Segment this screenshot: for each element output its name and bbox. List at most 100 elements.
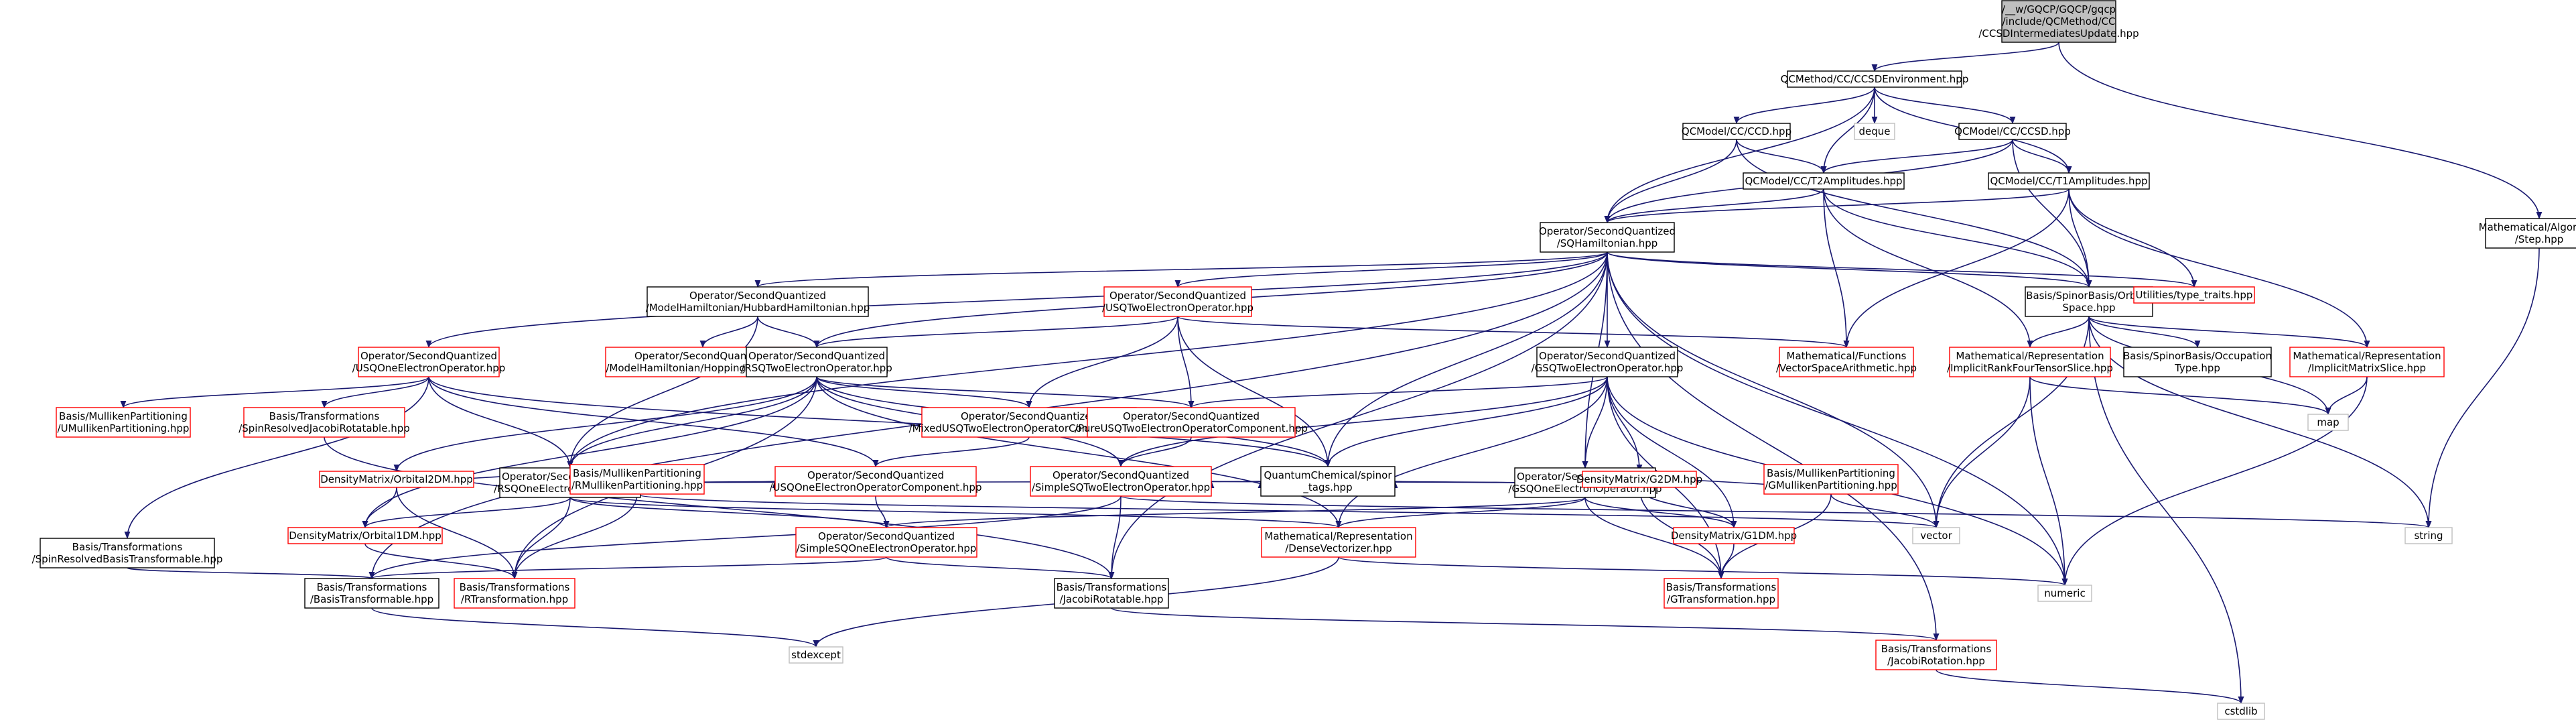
node-box-ccsdenv [1787, 70, 1962, 88]
edge-usqone-to-rsqone [428, 376, 573, 469]
edge-spinorbasis-to-implmat [2088, 316, 2370, 349]
node-deque[interactable]: deque [1854, 123, 1895, 140]
node-box-t1amp [1988, 172, 2150, 190]
edge-sqham-to-typetraits [1607, 251, 2197, 288]
node-jacrot[interactable]: Basis/Transformations/JacobiRotatable.hp… [1054, 578, 1169, 609]
edge-rmull-to-vector [636, 493, 1939, 529]
node-ccsd[interactable]: QCModel/CC/CCSD.hpp [1954, 123, 2071, 140]
edge-gsqone-to-gtrans [1584, 497, 1724, 580]
edge-implrank4-to-map [2029, 376, 2331, 416]
node-pureusq[interactable]: Operator/SecondQuantized/PureUSQTwoElect… [1075, 407, 1308, 438]
node-cstdlib[interactable]: cstdlib [2217, 703, 2265, 720]
node-label-simpletwo-0: Operator/SecondQuantized [1053, 469, 1189, 481]
node-jacrotation[interactable]: Basis/Transformations/JacobiRotation.hpp [1875, 640, 1997, 670]
node-vsa[interactable]: Mathematical/Functions/VectorSpaceArithm… [1776, 347, 1917, 377]
edge-t1amp-to-spinorbasis [2068, 188, 2092, 288]
node-ccsdenv[interactable]: QCMethod/CC/CCSDEnvironment.hpp [1781, 70, 1969, 88]
node-box-g2dm [1582, 471, 1697, 488]
node-simpleone[interactable]: Operator/SecondQuantized/SimpleSQOneElec… [795, 527, 977, 558]
node-usqcomp[interactable]: Operator/SecondQuantized/USQOneElectronO… [770, 466, 982, 497]
node-gtrans[interactable]: Basis/Transformations/GTransformation.hp… [1664, 578, 1779, 609]
node-qctags[interactable]: QuantumChemical/spinor_tags.hpp [1260, 466, 1396, 497]
node-box-spinorbasis [2025, 286, 2153, 317]
node-label-root-2: /CCSDIntermediatesUpdate.hpp [1978, 27, 2139, 40]
edge-implrank4-to-vector [1933, 376, 2031, 529]
node-label-occtype-1: Type.hpp [2174, 362, 2220, 374]
node-label-vsa-0: Mathematical/Functions [1787, 350, 1907, 362]
edge-g1dm-to-gtrans [1718, 543, 1735, 580]
node-g1dm[interactable]: DensityMatrix/G1DM.hpp [1671, 527, 1797, 544]
edge-gsqone-to-densevec [1335, 497, 1586, 529]
node-rtrans[interactable]: Basis/Transformations/RTransformation.hp… [454, 578, 575, 609]
node-g2dm[interactable]: DensityMatrix/G2DM.hpp [1576, 471, 1702, 488]
node-dm1[interactable]: DensityMatrix/Orbital1DM.hpp [287, 527, 443, 544]
node-label-spinbt-1: /SpinResolvedBasisTransformable.hpp [32, 553, 223, 565]
edge-ccsdenv-to-ccd [1733, 86, 1875, 125]
node-label-implmat-1: /ImplicitMatrixSlice.hpp [2308, 362, 2426, 374]
node-label-root-1: /include/QCMethod/CC [2003, 15, 2116, 27]
edge-usqtwo-to-pureusq [1177, 316, 1195, 409]
node-stdexcept[interactable]: stdexcept [789, 646, 843, 664]
node-typetraits[interactable]: Utilities/type_traits.hpp [2133, 286, 2255, 304]
node-box-pureusq [1087, 407, 1296, 438]
node-label-pureusq-1: /PureUSQTwoElectronOperatorComponent.hpp [1075, 422, 1308, 434]
node-basistr[interactable]: Basis/Transformations/BasisTransformable… [304, 578, 439, 609]
node-box-qctags [1260, 466, 1396, 497]
node-label-rtrans-0: Basis/Transformations [460, 581, 570, 593]
node-string[interactable]: string [2404, 527, 2453, 544]
node-label-usqone-0: Operator/SecondQuantized [360, 350, 497, 362]
node-gmull[interactable]: Basis/MullikenPartitioning/GMullikenPart… [1763, 464, 1899, 495]
node-label-usqtwo-1: /USQTwoElectronOperator.hpp [1102, 302, 1253, 314]
node-t2amp[interactable]: QCModel/CC/T2Amplitudes.hpp [1743, 172, 1905, 190]
node-spinjacobi[interactable]: Basis/Transformations/SpinResolvedJacobi… [239, 407, 410, 438]
node-densevec[interactable]: Mathematical/Representation/DenseVectori… [1261, 527, 1416, 558]
node-t1amp[interactable]: QCModel/CC/T1Amplitudes.hpp [1988, 172, 2150, 190]
node-rsqtwo[interactable]: Operator/SecondQuantized/RSQTwoElectronO… [741, 347, 892, 377]
node-numeric[interactable]: numeric [2037, 585, 2092, 602]
node-implmat[interactable]: Mathematical/Representation/ImplicitMatr… [2289, 347, 2445, 377]
node-label-usqtwo-0: Operator/SecondQuantized [1109, 290, 1246, 302]
node-ccd[interactable]: QCModel/CC/CCD.hpp [1682, 123, 1791, 140]
edge-hubbard-to-rsqtwo [757, 316, 820, 349]
edge-ccsdenv-to-sqham [1604, 86, 1875, 224]
node-vector[interactable]: vector [1912, 527, 1960, 544]
node-box-spinbt [40, 538, 215, 568]
node-map[interactable]: map [2307, 414, 2349, 431]
node-box-stdexcept [789, 646, 843, 664]
edge-sqham-to-jacrot [1108, 251, 1608, 580]
node-root[interactable]: /__w/GQCP/GQCP/gqcp/include/QCMethod/CC/… [1978, 0, 2139, 43]
edge-pureusq-to-simpletwo [1117, 436, 1192, 468]
edge-implrank4-to-numeric [2029, 376, 2068, 587]
edge-usqone-to-umull [120, 376, 429, 409]
node-label-umull-0: Basis/MullikenPartitioning [59, 410, 188, 422]
edge-ccsdenv-to-ccsd [1874, 86, 2016, 125]
node-sqham[interactable]: Operator/SecondQuantized/SQHamiltonian.h… [1539, 222, 1676, 253]
node-umull[interactable]: Basis/MullikenPartitioning/UMullikenPart… [56, 407, 191, 438]
edge-simpletwo-to-basistr [368, 495, 1122, 580]
node-box-rsqtwo [746, 347, 888, 377]
edge-rsqtwo-to-pureusq [816, 376, 1195, 409]
edge-sqham-to-qctags [1325, 251, 1608, 468]
edge-rsqtwo-to-mixedusq [816, 376, 1032, 409]
node-usqone[interactable]: Operator/SecondQuantized/USQOneElectronO… [352, 347, 506, 377]
node-label-dm1-0: DensityMatrix/Orbital1DM.hpp [289, 530, 442, 542]
node-label-qctags-0: QuantumChemical/spinor [1264, 469, 1392, 481]
node-simpletwo[interactable]: Operator/SecondQuantized/SimpleSQTwoElec… [1030, 466, 1212, 497]
node-label-hubbard-0: Operator/SecondQuantized [689, 290, 826, 302]
node-hubbard[interactable]: Operator/SecondQuantized/ModelHamiltonia… [646, 286, 870, 317]
node-box-usqcomp [774, 466, 977, 497]
node-label-spinjacobi-1: /SpinResolvedJacobiRotatable.hpp [239, 422, 410, 434]
node-gsqtwo[interactable]: Operator/SecondQuantized/GSQTwoElectronO… [1532, 347, 1684, 377]
edge-spinorbasis-to-cstdlib [2088, 316, 2244, 705]
node-box-vector [1912, 527, 1960, 544]
node-rmull[interactable]: Basis/MullikenPartitioning/RMullikenPart… [569, 464, 705, 495]
node-spinbt[interactable]: Basis/Transformations/SpinResolvedBasisT… [32, 538, 223, 568]
node-dm2[interactable]: DensityMatrix/Orbital2DM.hpp [319, 471, 474, 488]
node-step[interactable]: Mathematical/Algorithm/Step.hpp [2479, 218, 2576, 249]
node-usqtwo[interactable]: Operator/SecondQuantized/USQTwoElectronO… [1102, 286, 1253, 317]
edge-simpleone-to-basistr [369, 556, 887, 580]
node-implrank4[interactable]: Mathematical/Representation/ImplicitRank… [1947, 347, 2113, 377]
